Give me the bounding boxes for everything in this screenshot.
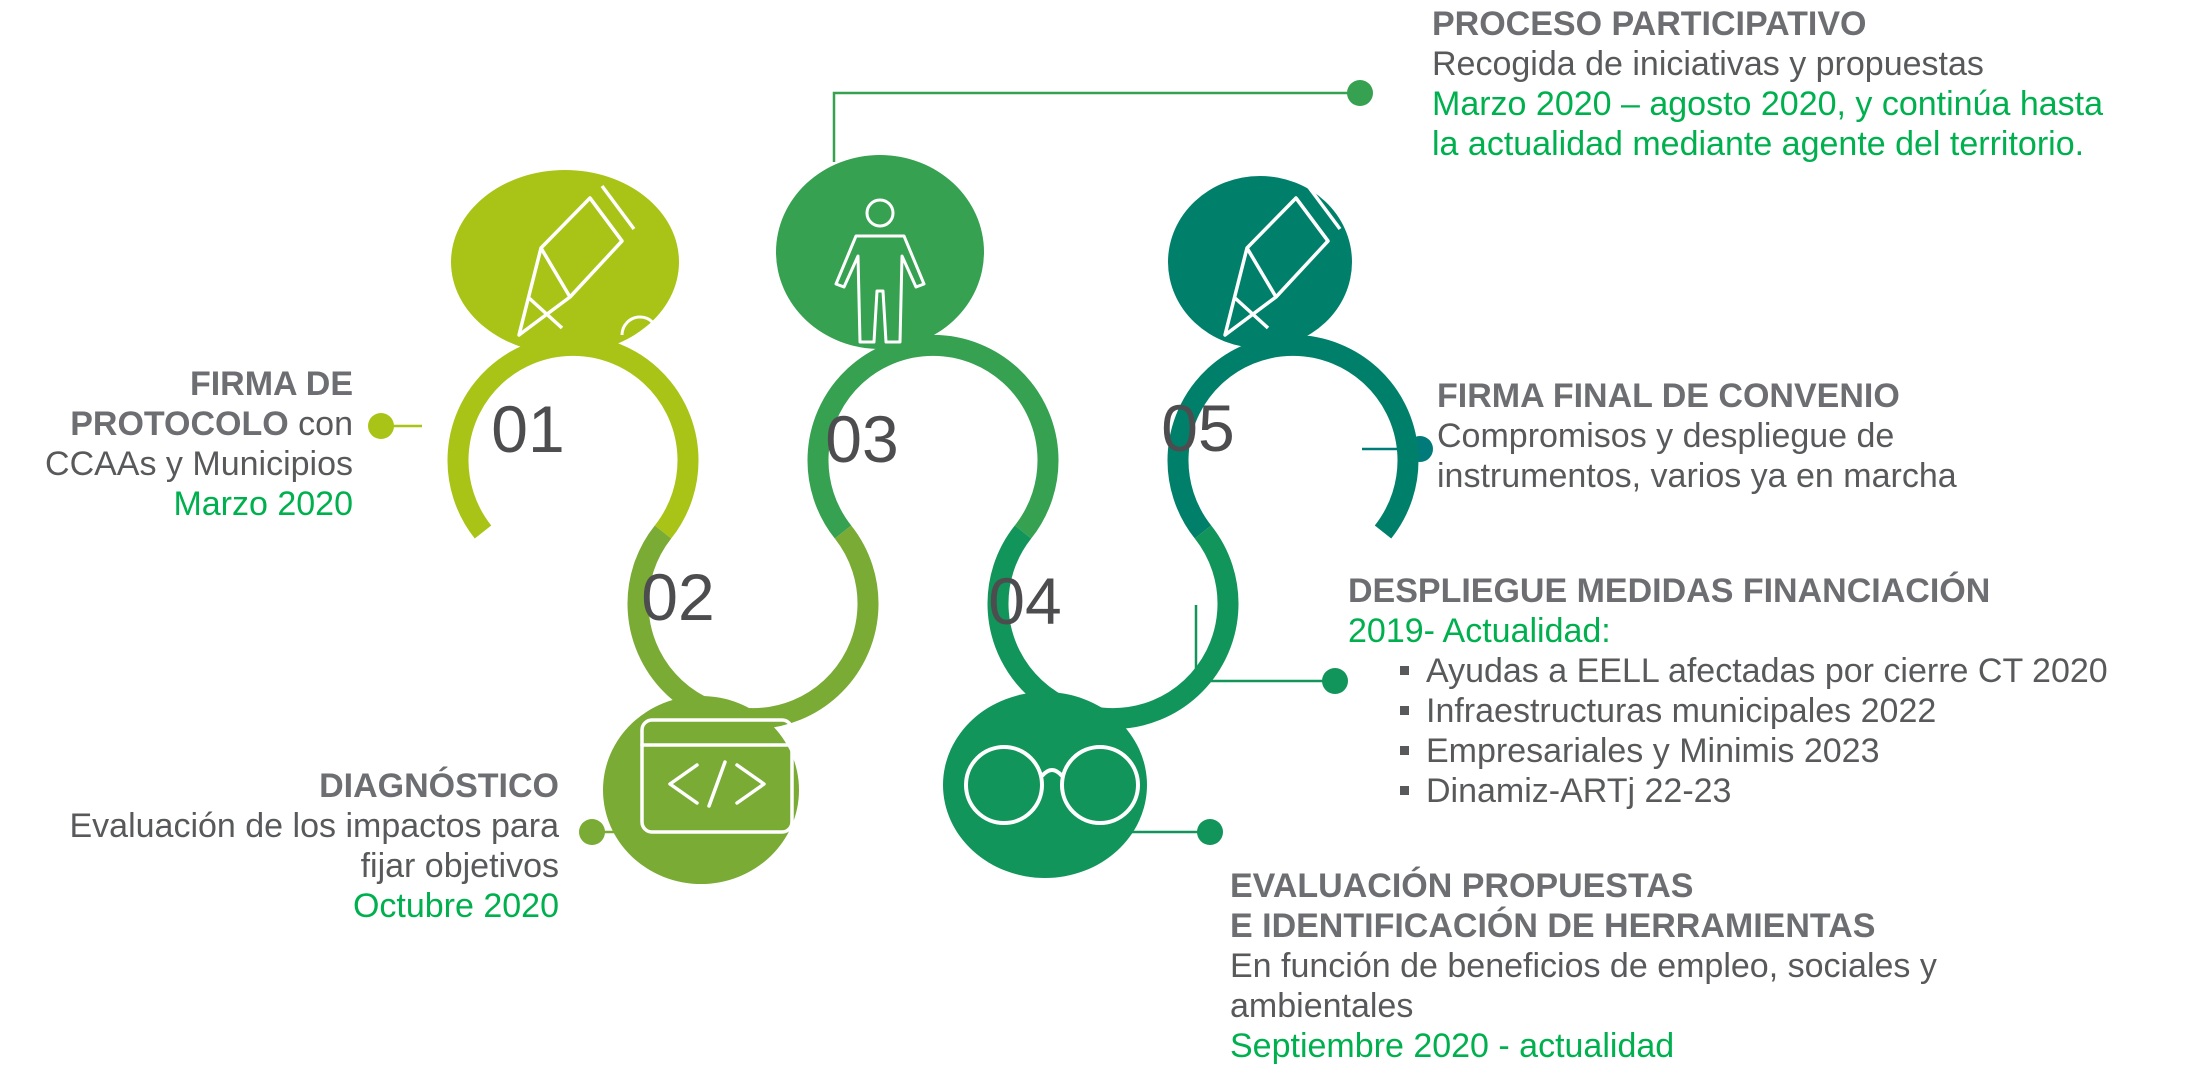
financing-text: DESPLIEGUE MEDIDAS FINANCIACIÓN 2019- Ac…	[1348, 571, 2108, 811]
step-number-04: 04	[988, 564, 1061, 638]
step-number-01: 01	[491, 392, 564, 466]
step-03-date-line2: la actualidad mediante agente del territ…	[1432, 125, 2085, 163]
step-05-line2: instrumentos, varios ya en marcha	[1437, 457, 1957, 495]
financing-date: 2019- Actualidad:	[1348, 612, 1611, 650]
step-05-text: FIRMA FINAL DE CONVENIO Compromisos y de…	[1437, 376, 1957, 496]
financing-item: Dinamiz-ARTj 22-23	[1394, 771, 2108, 811]
step-number-02: 02	[641, 560, 714, 634]
step-04-title-line2: E IDENTIFICACIÓN DE HERRAMIENTAS	[1230, 907, 1876, 945]
step-02-date: Octubre 2020	[352, 887, 559, 925]
step-03-line1: Recogida de iniciativas y propuestas	[1432, 45, 1984, 83]
step-03-text: PROCESO PARTICIPATIVO Recogida de inicia…	[1432, 4, 2103, 164]
step-01-title-cont: PROTOCOLO	[70, 405, 289, 443]
step-01-line2: CCAAs y Municipios	[45, 445, 353, 483]
step-03-title: PROCESO PARTICIPATIVO	[1432, 5, 1867, 43]
financing-item: Ayudas a EELL afectadas por cierre CT 20…	[1394, 651, 2108, 691]
step-02-line2: fijar objetivos	[360, 847, 559, 885]
code-window-icon	[640, 718, 794, 834]
step-circle-03	[776, 155, 984, 349]
glasses-icon	[964, 745, 1140, 825]
connector-dot-financing	[1322, 668, 1348, 694]
connector-dot-02	[579, 819, 605, 845]
financing-item: Infraestructuras municipales 2022	[1394, 691, 2108, 731]
pencil-icon	[1223, 184, 1342, 337]
step-05-title: FIRMA FINAL DE CONVENIO	[1437, 377, 1900, 415]
step-04-line2: ambientales	[1230, 987, 1414, 1025]
step-circle-02	[603, 696, 799, 884]
step-01-date: Marzo 2020	[173, 485, 353, 523]
arc-03	[807, 334, 1059, 539]
step-05-line1: Compromisos y despliegue de	[1437, 417, 1895, 455]
connector-dot-04	[1197, 819, 1223, 845]
connector-dot-01	[368, 413, 394, 439]
step-01-title-suffix: con	[298, 405, 353, 443]
financing-item: Empresariales y Minimis 2023	[1394, 731, 2108, 771]
connector-dot-03	[1347, 80, 1373, 106]
step-04-text: EVALUACIÓN PROPUESTAS E IDENTIFICACIÓN D…	[1230, 866, 1937, 1066]
step-04-title-line1: EVALUACIÓN PROPUESTAS	[1230, 867, 1694, 905]
arc-05	[1167, 334, 1419, 539]
step-number-05: 05	[1161, 391, 1234, 465]
step-02-text: DIAGNÓSTICO Evaluación de los impactos p…	[70, 766, 560, 926]
pencil-icon	[517, 184, 636, 337]
step-circle-01	[451, 170, 679, 354]
step-01-text: FIRMA DE PROTOCOLO con CCAAs y Municipio…	[45, 364, 353, 524]
step-number-03: 03	[825, 402, 898, 476]
step-02-line1: Evaluación de los impactos para	[69, 807, 560, 845]
step-circle-04	[943, 692, 1147, 878]
financing-title: DESPLIEGUE MEDIDAS FINANCIACIÓN	[1348, 572, 1991, 610]
step-01-title: FIRMA DE	[189, 365, 353, 403]
step-03-date-line1: Marzo 2020 – agosto 2020, y continúa has…	[1432, 85, 2104, 123]
step-04-line1: En función de beneficios de empleo, soci…	[1230, 947, 1937, 985]
step-circle-05	[1168, 176, 1352, 348]
connector-03	[832, 91, 1360, 162]
step-02-title: DIAGNÓSTICO	[319, 767, 559, 805]
step-04-date: Septiembre 2020 - actualidad	[1230, 1027, 1675, 1065]
person-icon	[834, 198, 926, 344]
financing-list: Ayudas a EELL afectadas por cierre CT 20…	[1394, 651, 2108, 811]
